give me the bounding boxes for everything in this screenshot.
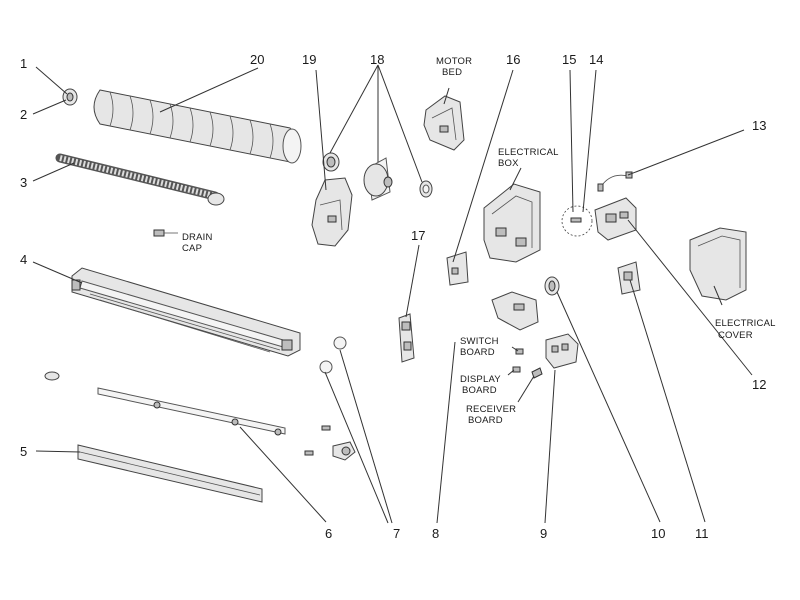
label-drain-cap-line2: CAP [182,243,202,254]
callout-17: 17 [411,228,425,243]
callout-10: 10 [651,526,665,541]
callout-18: 18 [370,52,384,67]
callout-numbers: 1 2 3 4 5 6 7 8 9 10 11 12 13 14 15 16 1… [20,52,766,541]
chassis-part [71,267,301,357]
power-board-part [617,261,641,295]
horizontal-louver-part [77,444,263,503]
label-motor-bed-line2: BED [442,67,462,78]
callout-19: 19 [302,52,316,67]
label-drain-cap-line1: DRAIN [182,232,213,243]
callout-6: 6 [325,526,332,541]
label-electrical-box-line2: BOX [498,158,519,169]
display-holder-part [398,313,415,363]
part-labels: DRAIN CAP MOTOR BED ELECTRICAL BOX SWITC… [182,56,776,426]
sensor-detail-circle [561,205,593,237]
fan-motor-part [322,152,433,201]
callout-11: 11 [695,526,709,541]
callout-1: 1 [20,56,27,71]
callout-9: 9 [540,526,547,541]
drain-hose-part [55,153,225,206]
sensor-cable-part [597,171,633,192]
callout-4: 4 [20,252,27,267]
main-board-part [594,197,637,241]
callout-5: 5 [20,444,27,459]
louver-part [97,387,286,436]
label-switch-board-line1: SWITCH [460,336,499,347]
leader-lines [32,64,753,524]
label-receiver-board-line2: BOARD [468,415,503,426]
bearing-part [62,88,78,106]
label-electrical-cover-line1: ELECTRICAL [715,318,776,329]
callout-7: 7 [393,526,400,541]
callout-2: 2 [20,107,27,122]
callout-14: 14 [589,52,603,67]
switch-board-part [446,251,469,286]
label-display-board-line1: DISPLAY [460,374,501,385]
label-electrical-cover-line2: COVER [718,330,753,341]
callout-16: 16 [506,52,520,67]
callout-15: 15 [562,52,576,67]
motor-bed-part [423,95,465,151]
electrical-cover-part [689,227,747,301]
label-display-board-line2: BOARD [462,385,497,396]
clip-part [44,371,60,381]
drain-cap-part [153,229,178,237]
callout-20: 20 [250,52,264,67]
label-electrical-box-line1: ELECTRICAL [498,147,559,158]
cross-flow-fan-part [93,89,302,164]
small-boards-part [512,348,543,379]
label-switch-board-line2: BOARD [460,347,495,358]
motor-clamp-part [311,177,353,247]
label-motor-bed-line1: MOTOR [436,56,472,67]
callout-13: 13 [752,118,766,133]
step-motor-part [304,336,356,461]
callout-8: 8 [432,526,439,541]
transformer-part [491,276,560,331]
electrical-box-part [483,183,541,263]
callout-12: 12 [752,377,766,392]
label-receiver-board-line1: RECEIVER [466,404,516,415]
terminal-block-part [545,333,579,369]
callout-3: 3 [20,175,27,190]
